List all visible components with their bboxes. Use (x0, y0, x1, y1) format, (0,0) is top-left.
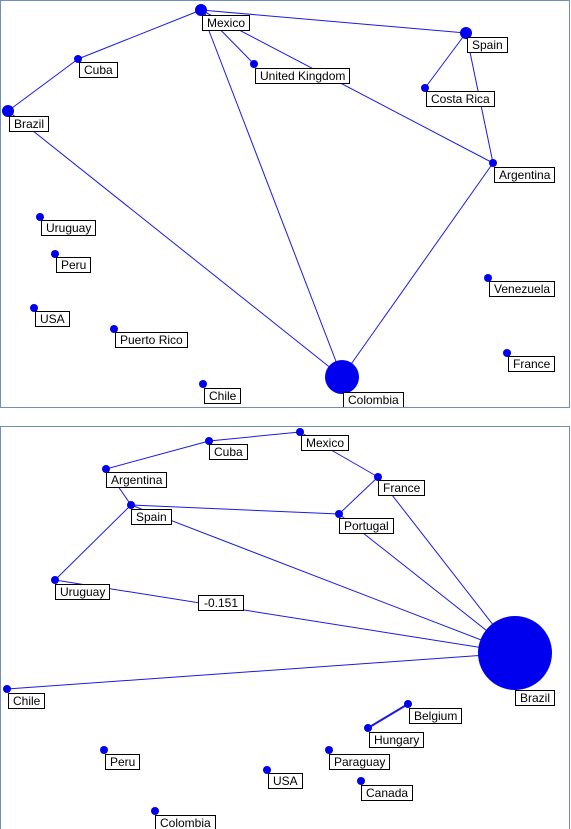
node-cuba[interactable] (74, 55, 82, 63)
edge-mexico-argentina (200, 9, 494, 164)
node-label-uk: United Kingdom (255, 68, 351, 84)
node-paraguay[interactable] (325, 746, 333, 754)
edge-mexico-colombia (200, 9, 343, 378)
node-label-chile: Chile (204, 388, 242, 404)
node-label-brazil: Brazil (9, 116, 50, 132)
edge-portugal-brazil (338, 513, 516, 654)
edge-spain-costa_rica (424, 32, 467, 89)
node-label-france: France (508, 356, 556, 372)
node-label-brazil: Brazil (515, 690, 556, 706)
node-label-usa: USA (35, 311, 70, 327)
node-canada[interactable] (357, 777, 365, 785)
edge-uruguay-brazil (54, 579, 516, 654)
edge-mexico-spain (200, 9, 467, 34)
node-label-colombia: Colombia (343, 392, 404, 407)
node-puerto_rico[interactable] (110, 325, 118, 333)
node-usa[interactable] (30, 304, 38, 312)
network-graph-2 (3, 428, 552, 815)
node-label-cuba: Cuba (209, 444, 248, 460)
node-portugal[interactable] (335, 510, 343, 518)
node-label-peru: Peru (105, 754, 141, 770)
node-mexico[interactable] (296, 428, 304, 436)
edge-brazil-cuba (7, 58, 79, 112)
node-spain[interactable] (460, 27, 472, 39)
edge-spain-uruguay (54, 504, 132, 581)
node-label-hungary: Hungary (369, 732, 425, 748)
edge-cuba-mexico (208, 431, 301, 442)
node-label-colombia: Colombia (155, 815, 216, 829)
node-label-cuba: Cuba (79, 62, 118, 78)
node-label-puerto_rico: Puerto Rico (115, 332, 188, 348)
node-label-costa_rica: Costa Rica (426, 91, 495, 107)
node-venezuela[interactable] (484, 274, 492, 282)
node-label-france: France (378, 480, 426, 496)
node-label-venezuela: Venezuela (489, 281, 556, 297)
edge-france-brazil (377, 476, 516, 654)
network-graph-1 (2, 4, 511, 394)
node-argentina[interactable] (489, 159, 497, 167)
node-label-argentina: Argentina (494, 167, 556, 183)
edge-cuba-mexico (77, 9, 202, 60)
node-usa[interactable] (263, 766, 271, 774)
edge-spain-portugal (130, 504, 340, 515)
node-label-uruguay: Uruguay (55, 584, 111, 600)
edge-brazil-colombia (7, 110, 343, 378)
edge-argentina-cuba (105, 440, 210, 470)
edge-spain-brazil (130, 504, 516, 654)
node-belgium[interactable] (404, 700, 412, 708)
node-colombia[interactable] (325, 360, 359, 394)
node-cuba[interactable] (205, 437, 213, 445)
node-label-usa: USA (268, 773, 303, 789)
node-uruguay[interactable] (36, 213, 44, 221)
node-costa_rica[interactable] (421, 84, 429, 92)
node-hungary[interactable] (364, 724, 372, 732)
node-label-canada: Canada (361, 785, 414, 801)
node-label-portugal: Portugal (339, 518, 394, 534)
edge-france-portugal (338, 476, 379, 515)
node-brazil[interactable] (2, 105, 14, 117)
node-label-mexico: Mexico (301, 435, 350, 451)
node-label-spain: Spain (131, 509, 172, 525)
node-label-chile: Chile (8, 693, 46, 709)
node-argentina[interactable] (102, 465, 110, 473)
node-label-paraguay: Paraguay (329, 754, 391, 770)
node-label-uruguay: Uruguay (41, 220, 97, 236)
node-label-peru: Peru (56, 257, 92, 273)
node-brazil[interactable] (478, 616, 552, 690)
node-uk[interactable] (250, 60, 258, 68)
node-label-spain: Spain (467, 37, 508, 53)
node-uruguay[interactable] (51, 576, 59, 584)
node-mexico[interactable] (195, 4, 207, 16)
node-label-mexico: Mexico (202, 15, 251, 31)
node-spain[interactable] (127, 501, 135, 509)
node-france[interactable] (374, 473, 382, 481)
node-chile[interactable] (199, 380, 207, 388)
node-peru[interactable] (51, 250, 59, 258)
edge-argentina-colombia (341, 162, 494, 378)
node-france[interactable] (503, 349, 511, 357)
node-peru[interactable] (100, 746, 108, 754)
node-label-argentina: Argentina (106, 472, 168, 488)
node-label-belgium: Belgium (409, 708, 463, 724)
edge-chile-brazil (6, 652, 516, 690)
node-chile[interactable] (3, 685, 11, 693)
edge-belgium-hungary (367, 703, 409, 729)
edge-weight-label: -0.151 (198, 595, 245, 611)
node-colombia[interactable] (151, 807, 159, 815)
